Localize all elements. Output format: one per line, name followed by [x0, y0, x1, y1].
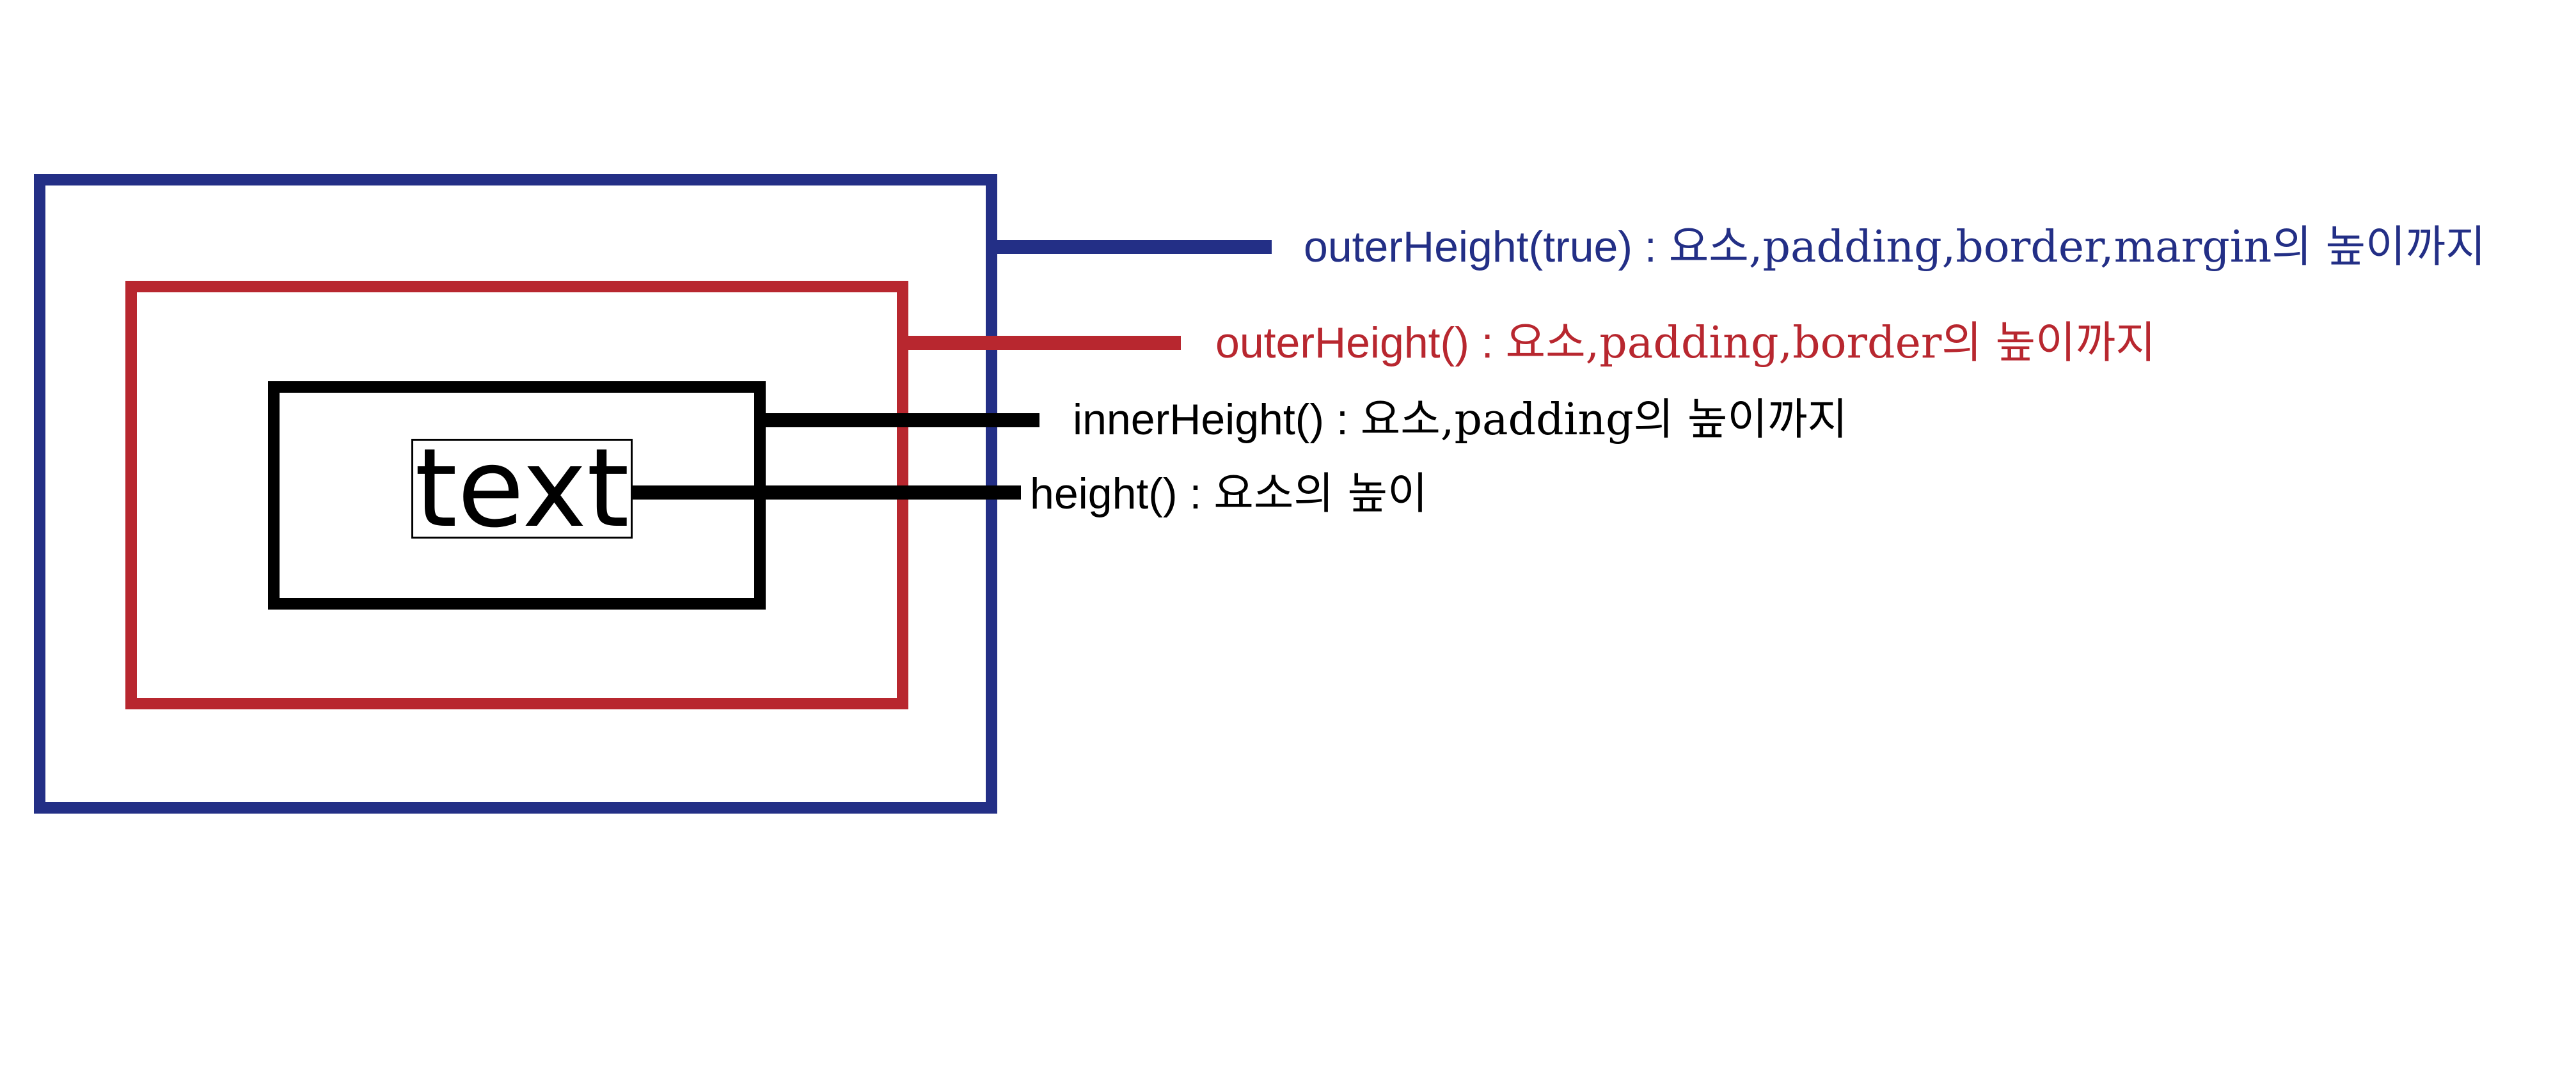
content-text: text: [415, 425, 629, 552]
outer-height-true-label: outerHeight(true) : 요소,padding,border,ma…: [1304, 225, 2486, 269]
height-name: height(): [1030, 469, 1178, 518]
outer-height-description: 요소,padding,border의 높이까지: [1505, 318, 2156, 368]
inner-height-separator: :: [1324, 395, 1361, 444]
outer-height-label: outerHeight() : 요소,padding,border의 높이까지: [1215, 321, 2156, 365]
inner-height-description: 요소,padding의 높이까지: [1360, 395, 1848, 445]
outer-height-name: outerHeight(): [1215, 319, 1469, 367]
height-label: height() : 요소의 높이: [1030, 472, 1428, 516]
height-description: 요소의 높이: [1213, 469, 1428, 519]
inner-height-label: innerHeight() : 요소,padding의 높이까지: [1073, 398, 1847, 442]
content-text-box: text: [411, 434, 633, 543]
inner-height-name: innerHeight(): [1073, 395, 1325, 444]
outer-height-true-separator: :: [1632, 223, 1669, 271]
height-separator: :: [1177, 469, 1214, 518]
outer-height-true-name: outerHeight(true): [1304, 223, 1633, 271]
outer-height-true-description: 요소,padding,border,margin의 높이까지: [1668, 222, 2486, 272]
outer-height-separator: :: [1469, 319, 1506, 367]
